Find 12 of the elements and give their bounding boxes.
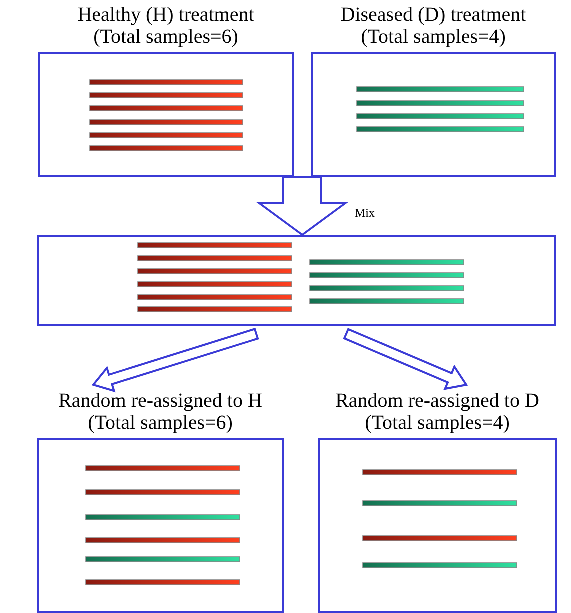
panel-heading: (Total samples=4) [361, 26, 506, 48]
panel-heading: Random re-assigned to H [58, 390, 262, 412]
hollow-arrow [343, 328, 468, 390]
hollow-arrow [92, 328, 260, 393]
panel-heading: Healthy (H) treatment [78, 4, 254, 26]
panel-heading: (Total samples=6) [88, 412, 233, 434]
hollow-arrow [256, 176, 350, 236]
panel-heading: (Total samples=6) [94, 26, 238, 48]
mix-label: Mix [355, 206, 376, 221]
panel-heading: (Total samples=4) [365, 412, 510, 434]
panel-heading: Diseased (D) treatment [340, 4, 526, 26]
panel-heading: Random re-assigned to D [336, 390, 540, 412]
